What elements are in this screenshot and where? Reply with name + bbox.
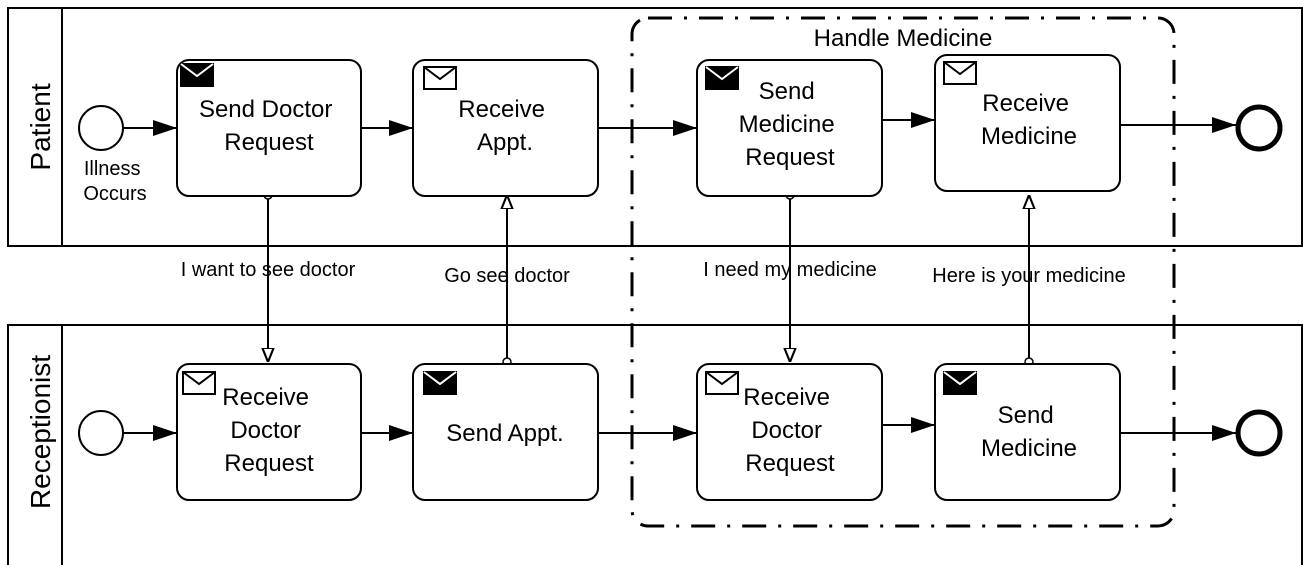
task-label: Receive Appt. (458, 96, 551, 156)
task-label: Send Appt. (446, 420, 563, 447)
receptionist-start-event[interactable] (78, 410, 124, 456)
start-event-label-line-1: Illness (84, 158, 141, 180)
envelope-filled-icon (180, 63, 214, 87)
task-receive-doctor-request[interactable]: Receive Doctor Request (176, 363, 362, 501)
envelope-outline-icon (705, 371, 739, 395)
patient-end-event[interactable] (1235, 104, 1283, 152)
task-send-medicine-request[interactable]: Send Medicine Request (696, 59, 883, 197)
task-label-line: Receive (458, 96, 545, 123)
task-label: Receive Doctor Request (743, 384, 836, 477)
task-label-line: Medicine (981, 123, 1077, 150)
task-receive-appt[interactable]: Receive Appt. (412, 59, 599, 197)
envelope-filled-icon (943, 371, 977, 395)
message-flow-label: I want to see doctor (181, 259, 356, 281)
task-label: Receive Doctor Request (222, 384, 315, 477)
message-flow-labels: I want to see doctor Go see doctor I nee… (181, 259, 1126, 287)
envelope-filled-icon (423, 371, 457, 395)
start-event-label-line-2: Occurs (83, 183, 146, 205)
task-label-line: Receive (743, 384, 830, 411)
pool-label-receptionist: Receptionist (25, 355, 56, 509)
envelope-filled-icon (705, 66, 739, 90)
task-send-medicine[interactable]: Send Medicine (934, 363, 1121, 501)
task-label-line: Send Doctor (199, 96, 332, 123)
envelope-outline-icon (943, 61, 977, 85)
task-label-line: Send Appt. (446, 420, 563, 447)
task-label-line: Appt. (477, 129, 533, 156)
task-send-doctor-request[interactable]: Send Doctor Request (176, 59, 362, 197)
message-flows (268, 195, 1029, 362)
task-label-line: Medicine (739, 111, 835, 138)
task-label-line: Send (998, 402, 1054, 429)
group-handle-medicine: Handle Medicine (630, 16, 1176, 528)
message-flow-label: Go see doctor (444, 265, 570, 287)
group-label: Handle Medicine (814, 25, 993, 52)
start-event-label: Illness Occurs (83, 158, 146, 205)
task-label-line: Receive (982, 90, 1069, 117)
sequence-flows-receptionist (123, 417, 1236, 441)
receptionist-end-event[interactable] (1235, 409, 1283, 457)
task-label-line: Doctor (230, 417, 301, 444)
envelope-outline-icon (182, 371, 216, 395)
patient-start-event[interactable] (78, 105, 124, 151)
task-label: Send Doctor Request (199, 96, 339, 156)
task-label: Send Medicine (981, 402, 1077, 462)
envelope-outline-icon (423, 66, 457, 90)
task-label-line: Send (759, 78, 815, 105)
pool-label-patient: Patient (25, 83, 56, 170)
task-receive-medicine[interactable]: Receive Medicine (934, 54, 1121, 192)
message-flow-label: Here is your medicine (932, 265, 1125, 287)
task-label-line: Request (745, 144, 835, 171)
task-label: Receive Medicine (981, 90, 1077, 150)
task-label-line: Doctor (751, 417, 822, 444)
task-label-line: Medicine (981, 435, 1077, 462)
task-label-line: Request (224, 129, 314, 156)
task-label-line: Receive (222, 384, 309, 411)
task-label: Send Medicine Request (739, 78, 842, 171)
task-label-line: Request (745, 450, 835, 477)
task-label-line: Request (224, 450, 314, 477)
message-flow-label: I need my medicine (703, 259, 876, 281)
sequence-flows-patient (123, 112, 1236, 136)
task-send-appt[interactable]: Send Appt. (412, 363, 599, 501)
task-receive-doctor-request-2[interactable]: Receive Doctor Request (696, 363, 883, 501)
